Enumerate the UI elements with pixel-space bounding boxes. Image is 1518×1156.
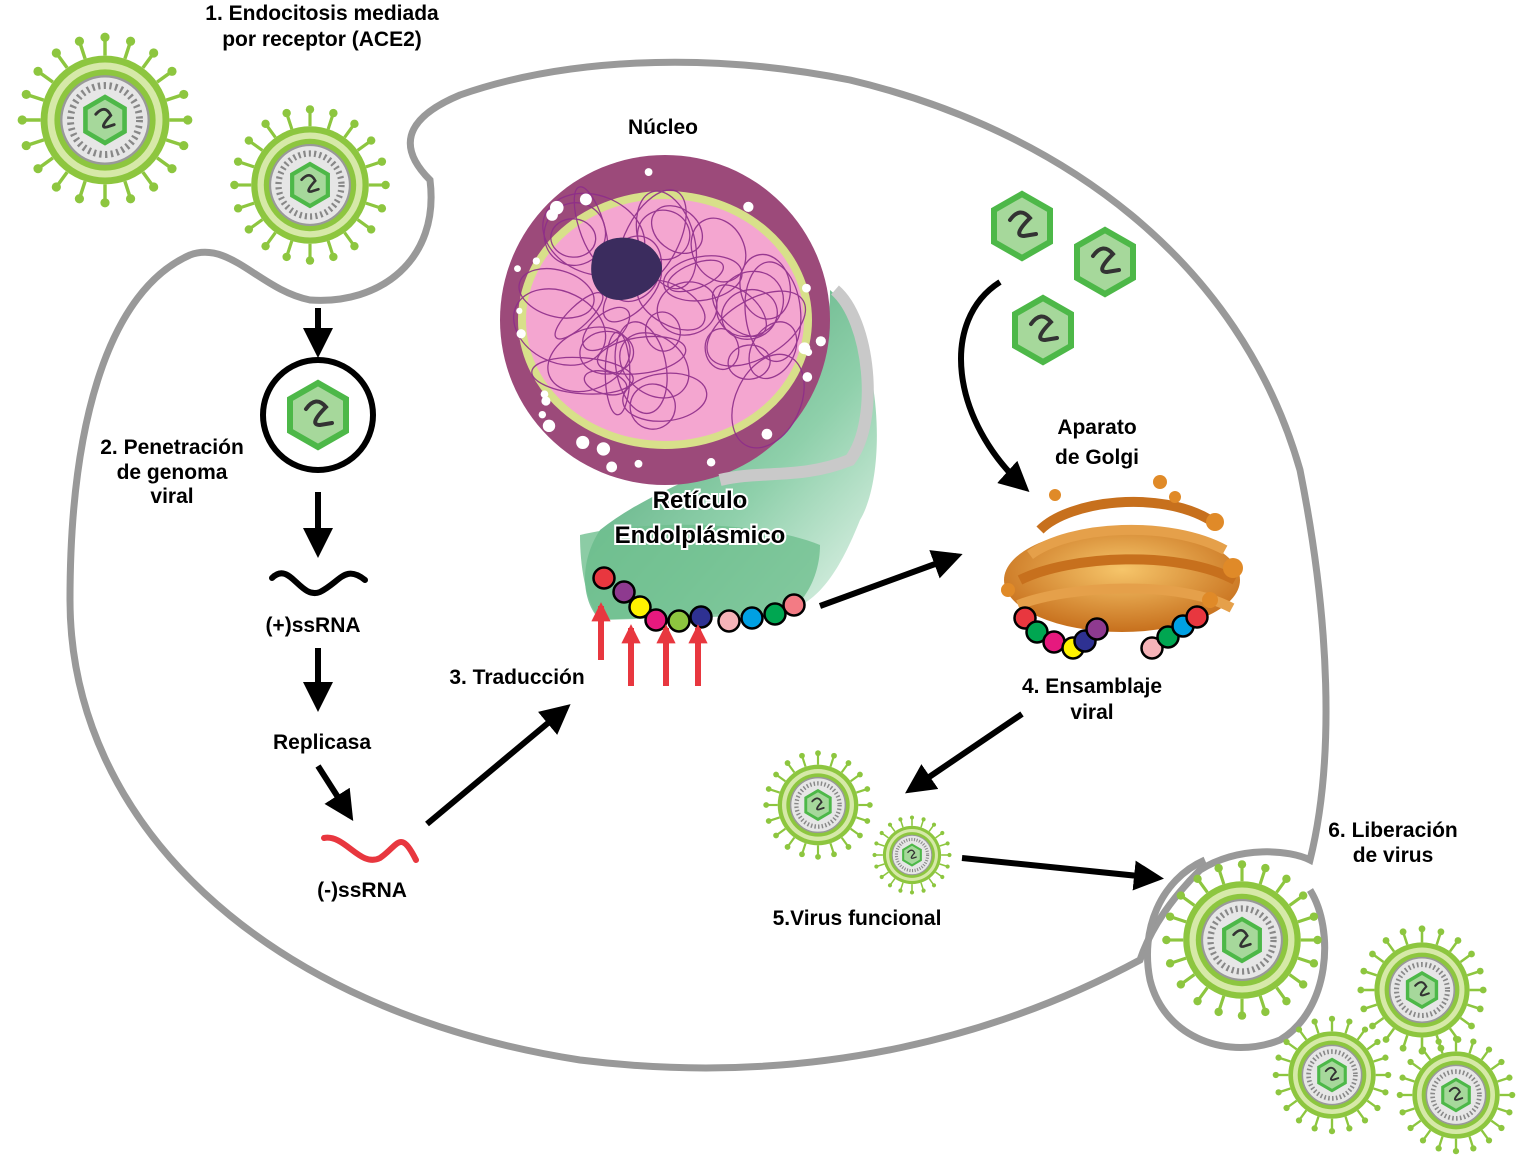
plus-rna-strand [269,570,368,597]
minus-rna-label: (-)ssRNA [317,879,407,902]
step2-label-line2: de genoma [117,461,228,484]
protein-bead [628,595,652,619]
nucleolus [591,237,662,300]
arrow-to-minus-rna [315,764,354,822]
step2-label-line1: 2. Penetración [100,436,244,459]
minus-rna-strand [321,834,419,863]
protein-bead [782,593,806,617]
protein-bead [740,606,764,630]
protein-bead [612,580,636,604]
step1-label-line1: 1. Endocitosis mediada [205,2,439,25]
functional-virus-label: 5.Virus funcional [773,907,942,930]
er-label-line2: Endolplásmico [615,522,786,549]
virus-particle-1 [18,33,193,208]
protein-bead [763,602,787,626]
golgi-protein-chain [1013,605,1209,660]
translation-label: 3. Traducción [449,666,584,689]
arrow-to-functional-virus [905,711,1024,794]
arrow-to-translation [425,704,571,827]
release-label-line2: de virus [1353,844,1434,867]
replicase-label: Replicasa [273,731,371,754]
protein-bead [717,609,741,633]
arrow-to-release [961,855,1164,891]
protein-bead [689,605,713,629]
virus-functional-2 [870,813,954,897]
capsid-free-1 [994,194,1050,258]
translation-arrows [591,602,708,686]
protein-bead [1185,605,1209,629]
assembly-label-line1: 4. Ensamblaje [1022,675,1162,698]
nucleus [500,155,830,485]
capsid-free-2 [1077,230,1133,294]
arrow-to-golgi [818,550,963,609]
virus-particle-2 [230,105,390,265]
protein-bead [1085,617,1109,641]
capsid-free-3 [1015,298,1071,362]
protein-bead [1140,636,1164,660]
golgi-label-line1: Aparato [1057,416,1136,439]
protein-bead [644,608,668,632]
protein-bead [592,566,616,590]
virus-functional-1 [763,750,872,859]
protein-bead [667,609,691,633]
step1-label-line2: por receptor (ACE2) [222,28,422,51]
arrow-capsids-to-golgi [958,279,1030,493]
release-label-line1: 6. Liberación [1328,819,1458,842]
cell-membrane [66,58,1330,1072]
plus-rna-label: (+)ssRNA [265,614,360,637]
protein-bead [1025,620,1049,644]
release-bud-membrane [1143,856,1329,1051]
er-label-line1: Retículo [653,487,748,514]
virus-released-2 [1357,925,1486,1054]
er-protein-chain [592,566,806,633]
capsid-icon [290,383,346,447]
golgi-apparatus [1001,475,1243,632]
golgi-label-line2: de Golgi [1055,446,1139,469]
assembly-label-line2: viral [1070,701,1113,724]
step2-label-line3: viral [150,485,193,508]
nucleus-label: Núcleo [628,116,698,139]
virus-released-4 [1397,1036,1516,1155]
